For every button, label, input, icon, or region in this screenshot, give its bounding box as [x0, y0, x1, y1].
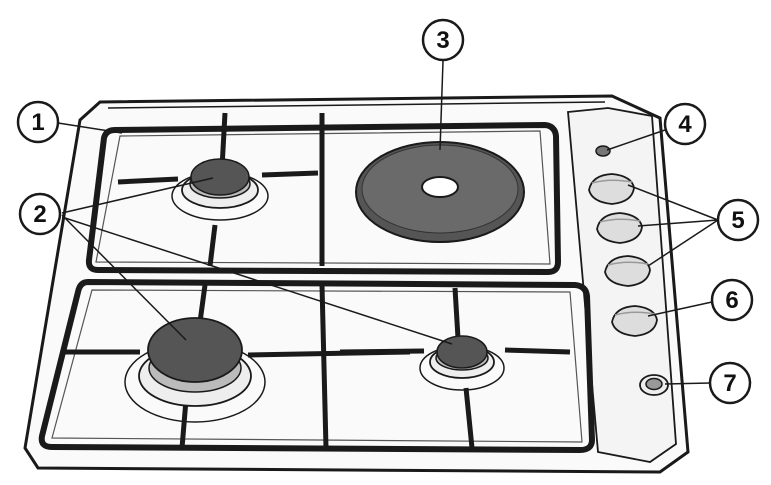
indicator-light [595, 145, 611, 157]
callout-3: 3 [421, 18, 465, 62]
ignition-button [639, 374, 669, 396]
callout-5-label: 5 [731, 207, 744, 234]
callout-6: 6 [710, 278, 754, 322]
control-knob-4 [611, 305, 658, 337]
lower-pan-support [38, 278, 596, 454]
callout-4: 4 [663, 102, 707, 146]
control-knob-2 [596, 212, 643, 244]
callout-2: 2 [18, 192, 62, 236]
callout-3-label: 3 [436, 27, 449, 54]
callout-6-label: 6 [725, 287, 738, 314]
large-gas-burner [124, 317, 266, 423]
callout-7-label: 7 [723, 370, 736, 397]
callout-5: 5 [716, 198, 760, 242]
callout-4-label: 4 [678, 111, 692, 138]
control-knob-3 [604, 255, 651, 287]
auxiliary-gas-burner [419, 335, 505, 391]
leader-lines [57, 60, 719, 385]
callout-1: 1 [16, 100, 60, 144]
callout-2-label: 2 [33, 201, 46, 228]
control-knob-1 [588, 173, 635, 205]
callout-7: 7 [708, 361, 752, 405]
electric-hotplate [355, 141, 525, 243]
callout-1-label: 1 [31, 109, 44, 136]
